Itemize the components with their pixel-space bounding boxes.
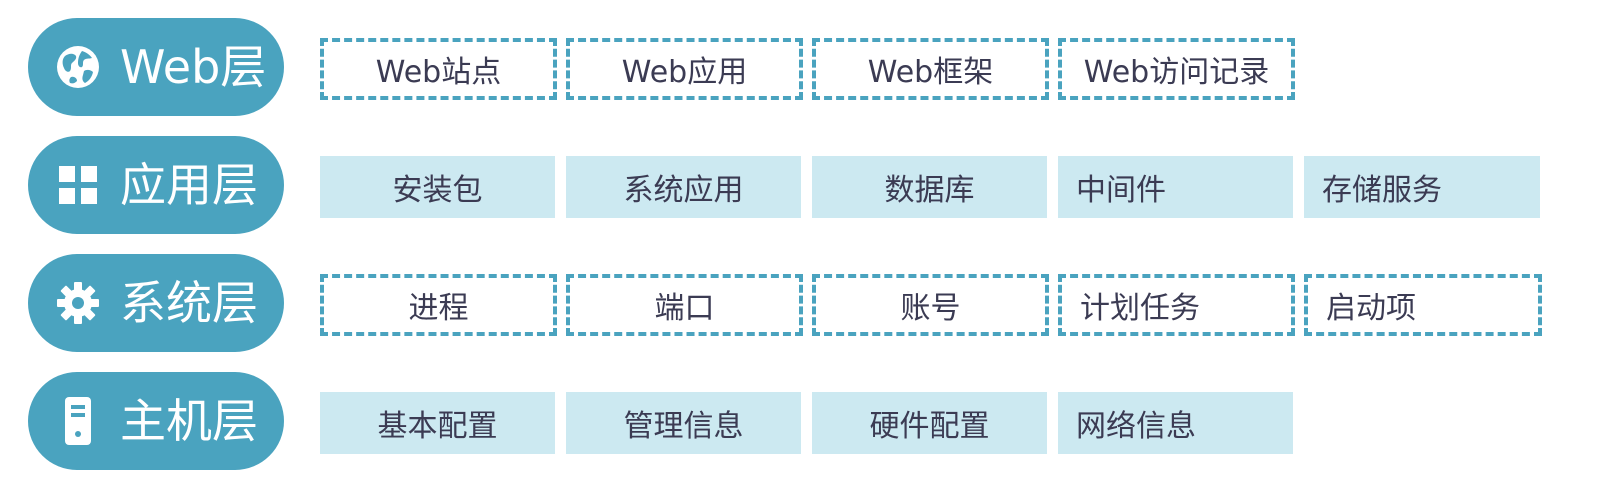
layer-item: 端口 — [566, 274, 803, 336]
layer-pill-host: 主机层 — [28, 372, 284, 470]
layer-item: Web应用 — [566, 38, 803, 100]
layer-item: 系统应用 — [566, 156, 801, 218]
layer-pill-system: 系统层 — [28, 254, 284, 352]
layer-item: 安装包 — [320, 156, 555, 218]
layer-item: Web框架 — [812, 38, 1049, 100]
layer-item: 启动项 — [1304, 274, 1542, 336]
layer-item: 网络信息 — [1058, 392, 1293, 454]
layer-item: 账号 — [812, 274, 1049, 336]
layer-row-application: 应用层 安装包 系统应用 数据库 中间件 存储服务 — [0, 136, 1598, 234]
layer-pill-web: Web层 — [28, 18, 284, 116]
layer-item: 数据库 — [812, 156, 1047, 218]
gear-icon — [54, 279, 102, 327]
layer-row-host: 主机层 基本配置 管理信息 硬件配置 网络信息 — [0, 372, 1598, 470]
globe-icon — [54, 43, 102, 91]
grid-icon — [54, 161, 102, 209]
layer-row-web: Web层 Web站点 Web应用 Web框架 Web访问记录 — [0, 18, 1598, 116]
layer-pill-application: 应用层 — [28, 136, 284, 234]
layer-row-system: 系统层 进程 端口 账号 计划任务 启动项 — [0, 254, 1598, 352]
layer-label: 应用层 — [120, 158, 258, 212]
layer-label: Web层 — [120, 40, 267, 94]
layer-item: 硬件配置 — [812, 392, 1047, 454]
layer-item: 中间件 — [1058, 156, 1293, 218]
layer-item: Web访问记录 — [1058, 38, 1295, 100]
layer-item: Web站点 — [320, 38, 557, 100]
layer-item: 基本配置 — [320, 392, 555, 454]
layer-item: 计划任务 — [1058, 274, 1295, 336]
layer-item: 管理信息 — [566, 392, 801, 454]
server-icon — [54, 397, 102, 445]
layer-item: 存储服务 — [1304, 156, 1540, 218]
layer-item: 进程 — [320, 274, 557, 336]
layer-label: 主机层 — [120, 394, 258, 448]
layer-label: 系统层 — [120, 276, 258, 330]
